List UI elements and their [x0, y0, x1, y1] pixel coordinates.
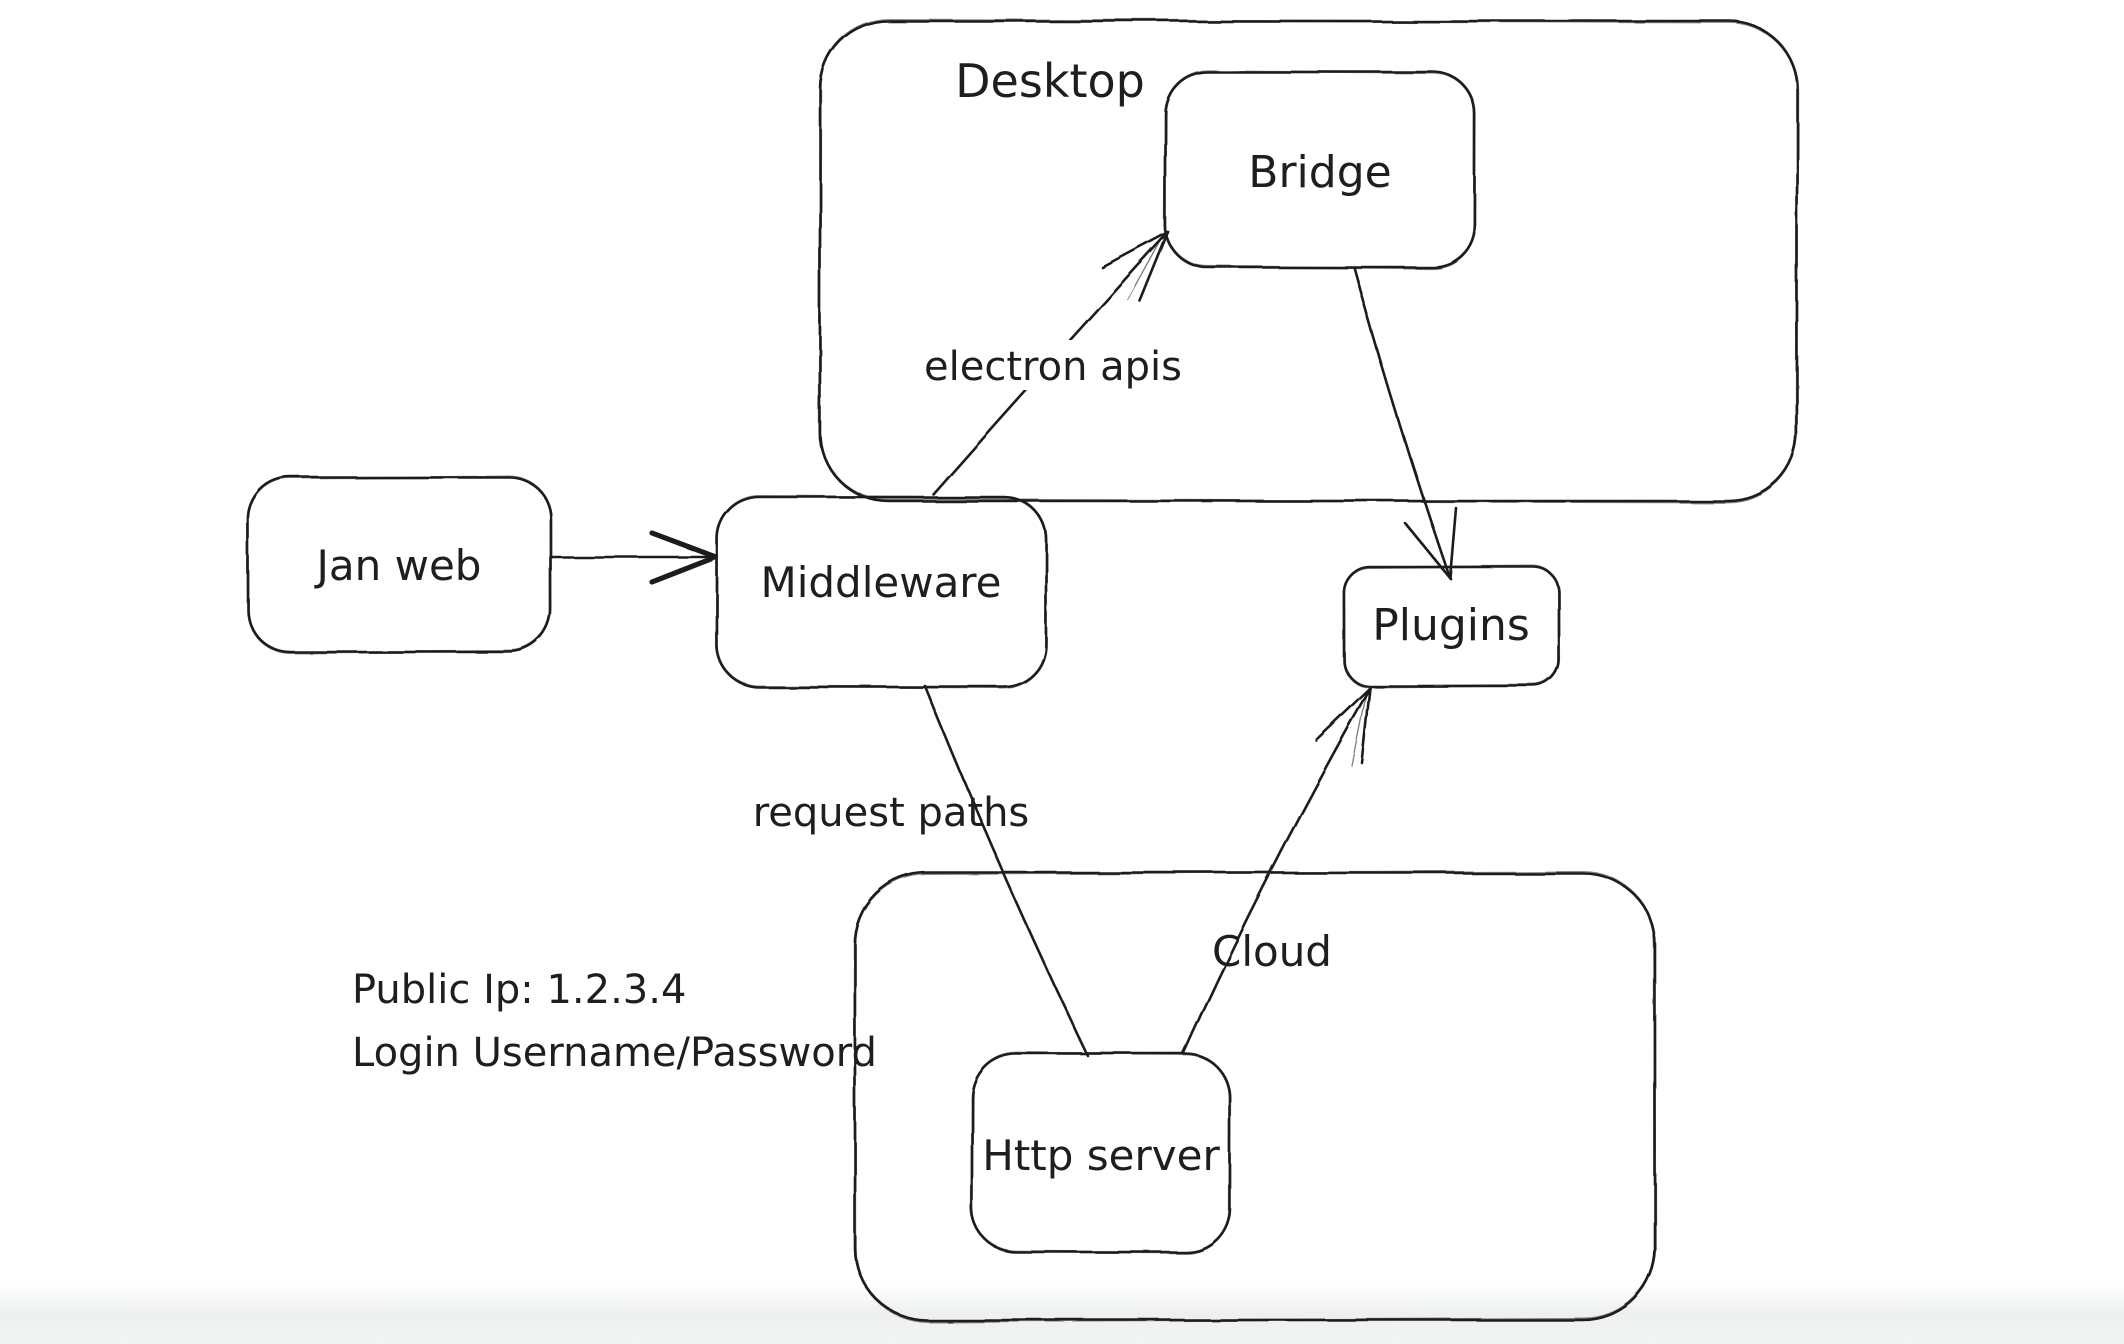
arrow-bridge-to-plugins-head-wing1: [1448, 506, 1458, 580]
shapes-layer: [246, 18, 1799, 1323]
http-server-label: Http server: [982, 1131, 1220, 1180]
arrow-httpserver-to-plugins-head-wing2: [1360, 686, 1372, 765]
arrow-bridge-to-plugins-head-wing2: [1404, 522, 1452, 580]
arrow-janweb-to-middleware-head: [649, 530, 719, 585]
arrow-bridge-to-plugins-shaft: [1352, 265, 1452, 580]
bridge-label: Bridge: [1248, 147, 1391, 198]
arrow-httpserver-to-plugins-head-wing1: [1314, 686, 1372, 742]
line-middleware-to-httpserver: [923, 684, 1090, 1058]
annotation-login: Login Username/Password: [352, 1030, 877, 1076]
middleware-label: Middleware: [760, 558, 1001, 607]
annotation-public-ip: Public Ip: 1.2.3.4: [352, 967, 686, 1013]
arrow-electron-apis-head-wing1: [1100, 230, 1170, 269]
arrow-httpserver-to-plugins-head-sketch: [1351, 695, 1367, 767]
arrow-electron-apis-head-wing2: [1138, 230, 1170, 303]
request-paths-label: request paths: [753, 790, 1030, 836]
jan-web-label: Jan web: [314, 541, 482, 590]
arrow-electron-apis-head-sketch: [1127, 237, 1163, 301]
plugins-label: Plugins: [1372, 600, 1530, 651]
overlay-connectors-layer: [923, 684, 1372, 1058]
electron-apis-label-bg: [920, 340, 1186, 390]
arrow-httpserver-to-plugins-shaft: [1181, 686, 1372, 1056]
window-bottom-shade: [0, 1284, 2124, 1344]
labels-layer: Desktop Bridge Jan web Middleware Plugin…: [314, 54, 1530, 1180]
electron-apis-label: electron apis: [924, 344, 1182, 390]
desktop-label: Desktop: [955, 54, 1145, 108]
